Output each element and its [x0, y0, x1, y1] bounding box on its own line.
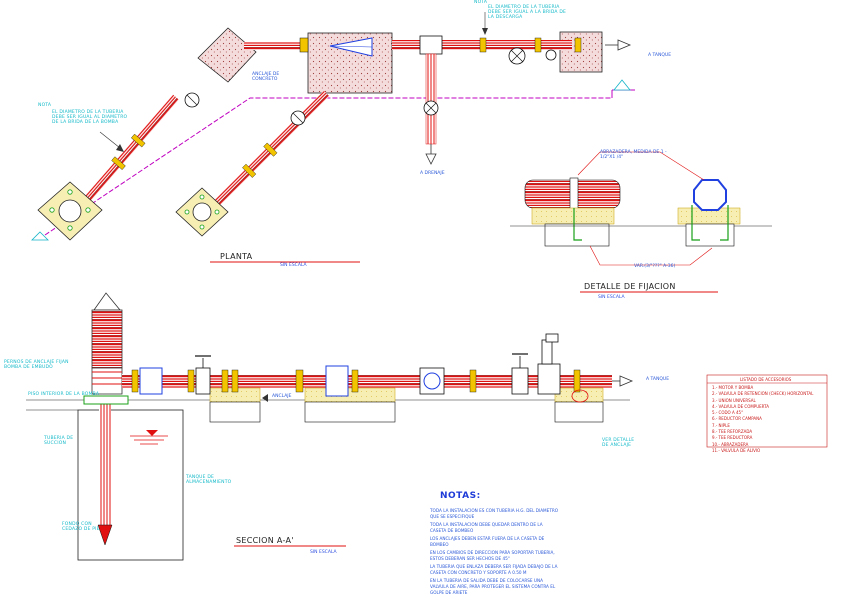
- gate-valve-2-section: [511, 367, 529, 395]
- legend-item: 11.- VALVULA DE ALIVIO: [712, 447, 761, 453]
- section-title: SECCION A-A': [236, 536, 294, 545]
- pump-base-1: [37, 181, 103, 241]
- plan-a-drenaje: A DRENAJE: [420, 171, 445, 176]
- drain-arrow-icon: [425, 153, 437, 165]
- legend-item: 7.- NIPLE: [712, 422, 730, 428]
- pump-motor: [91, 292, 123, 395]
- section-fondo-label: FONDO CON CEDAZO DE PIE: [62, 522, 100, 532]
- legend-item: 2.- VALVULA DE RETENCION (CHECK) HORIZON…: [712, 391, 814, 397]
- storage-tank-outline: [77, 409, 184, 561]
- plan-note-left-label: NOTA: [38, 103, 52, 108]
- section-outlet-arrow-icon: [619, 375, 634, 387]
- notes-title: NOTAS:: [440, 491, 481, 501]
- suction-pipe-vertical: [97, 400, 113, 546]
- pipe-plan-top: [244, 42, 304, 50]
- section-tuberia-succion: TUBERIA DE SUCCION: [44, 436, 74, 446]
- section-scale: SIN ESCALA: [310, 550, 337, 555]
- legend-item: 5.- CODO A 45°: [712, 410, 744, 416]
- section-a-tanque: A TANQUE: [646, 377, 670, 382]
- section-tanque-label: TANQUE DE ALMACENAMIENTO: [186, 475, 232, 485]
- plan-title: PLANTA: [220, 252, 253, 261]
- plan-note-left: EL DIAMETRO DE LA TUBERIA DEBE SER IGUAL…: [52, 110, 128, 125]
- note-item: EN LOS CAMBIOS DE DIRECCION PARA SOPORTA…: [430, 550, 555, 561]
- fixation-pipe-section: [693, 179, 727, 211]
- legend-list: 1.- MOTOR Y BOMBA 2.- VALVULA DE RETENCI…: [712, 385, 813, 454]
- y-strainer-section: [325, 365, 349, 397]
- legend-item: 3.- UNION UNIVERSAL: [712, 397, 756, 403]
- outlet-arrow-icon: [617, 39, 632, 51]
- caseta-outline: [44, 97, 612, 236]
- pipe-plan-diagonal-2: [203, 90, 330, 217]
- legend-item: 4.- VALVULA DE COMPUERTA: [712, 403, 770, 409]
- note-item: LOS ANCLAJES DEBEN ESTAR FUERA DE LA CAS…: [430, 536, 545, 547]
- legend-item: 9.- TEE REDUCTORA: [712, 435, 753, 441]
- pipe-plan-diagonal-1: [67, 94, 179, 221]
- legend-item: 6.- REDUCTOR CAMPANA: [712, 416, 762, 422]
- pipe-plan-drain: [425, 53, 437, 145]
- legend-box: [706, 374, 828, 448]
- section-anclaje-label: ANCLAJE: [272, 394, 292, 399]
- plan-note-top-label: NOTA: [474, 0, 488, 5]
- fixation-title: DETALLE DE FIJACION: [584, 282, 676, 291]
- concrete-anchor-elbow: [197, 27, 257, 83]
- note-item: LA TUBERIA QUE ENLAZA DEBERA SER FIJADA …: [430, 564, 558, 575]
- gate-valve-section: [195, 367, 211, 395]
- air-relief-valve: [537, 333, 561, 395]
- section-ver-detalle: VER DETALLE DE ANCLAJE: [602, 438, 635, 448]
- note-item: TODA LA INSTALACION DEBE QUEDAR DENTRO D…: [430, 522, 543, 533]
- legend-item: 8.- TEE REFORZADA: [712, 429, 753, 435]
- legend-item: 10.- ABRAZADERA: [712, 441, 749, 447]
- plan-note-top: EL DIAMETRO DE LA TUBERIA DEBE SER IGUAL…: [488, 5, 567, 20]
- plan-view: [31, 12, 635, 263]
- check-valve-plan: [545, 49, 557, 61]
- section-view: [26, 292, 634, 561]
- fixation-scale: SIN ESCALA: [598, 295, 625, 300]
- section-marker-a-prime: [613, 79, 631, 91]
- note-item: TODA LA INSTALACION ES CON TUBERIA H.G. …: [430, 508, 559, 519]
- notes-list: TODA LA INSTALACION ES CON TUBERIA H.G. …: [430, 508, 560, 598]
- fixation-detail: [510, 151, 772, 293]
- plan-a-tanque: A TANQUE: [648, 53, 672, 58]
- discharge-pipe-section: [122, 374, 612, 388]
- check-valve-section: [139, 367, 163, 395]
- foot-valve: [97, 524, 113, 546]
- plan-anclaje-label: ANCLAJE DE CONCRETO: [252, 72, 280, 82]
- section-perno-label: PERNOS DE ANCLAJE FIJAN BOMBA DE EMBUDO: [4, 360, 69, 370]
- section-marker-a: [31, 231, 49, 241]
- tee-plan: [419, 35, 443, 55]
- section-piso-label: PISO INTERIOR DE LA BOMBA: [28, 392, 100, 397]
- fixation-abrazadera-label: ABRAZADERA, MEDIDA DE 1 - 1/2"X1 /4": [600, 150, 667, 160]
- pump-base-2: [175, 187, 229, 237]
- legend-item: 1.- MOTOR Y BOMBA: [712, 385, 754, 390]
- fixation-varilla-label: VAR.(3/"???" A-36): [634, 264, 676, 269]
- note-item: EN LA TUBERIA DE SALIDA DEBE DE COLOCARS…: [430, 578, 556, 595]
- legend-title: LISTADO DE ACCESORIOS: [740, 377, 792, 382]
- plan-scale: SIN ESCALA: [280, 263, 307, 268]
